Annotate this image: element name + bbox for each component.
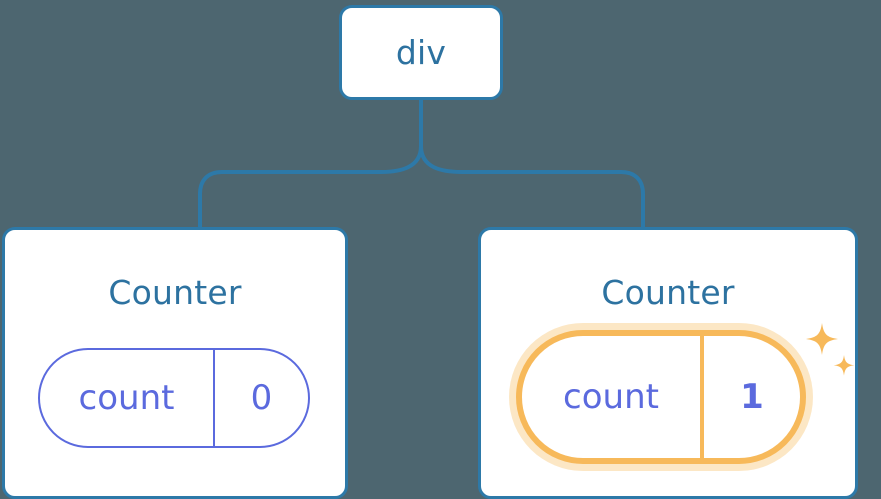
connector-branch-left bbox=[198, 145, 423, 229]
state-pill[interactable]: count 0 bbox=[38, 348, 310, 448]
state-pill-value-cell: 1 bbox=[704, 336, 800, 458]
state-pill-key-cell: count bbox=[40, 350, 215, 446]
state-value-label: 1 bbox=[740, 377, 764, 417]
state-pill-highlighted[interactable]: count 1 bbox=[516, 330, 806, 464]
root-node-label: div bbox=[395, 33, 447, 72]
root-node-div[interactable]: div bbox=[339, 5, 503, 100]
state-pill-right-wrapper: count 1 bbox=[516, 330, 806, 464]
state-value-label: 0 bbox=[250, 378, 273, 418]
component-title: Counter bbox=[601, 273, 735, 312]
state-pill-left-wrapper: count 0 bbox=[38, 348, 310, 448]
state-pill-value-cell: 0 bbox=[215, 350, 308, 446]
state-key-label: count bbox=[78, 378, 175, 418]
state-pill-key-cell: count bbox=[522, 336, 704, 458]
state-key-label: count bbox=[563, 377, 659, 417]
component-title: Counter bbox=[108, 273, 242, 312]
connector-branch-right bbox=[419, 145, 645, 229]
